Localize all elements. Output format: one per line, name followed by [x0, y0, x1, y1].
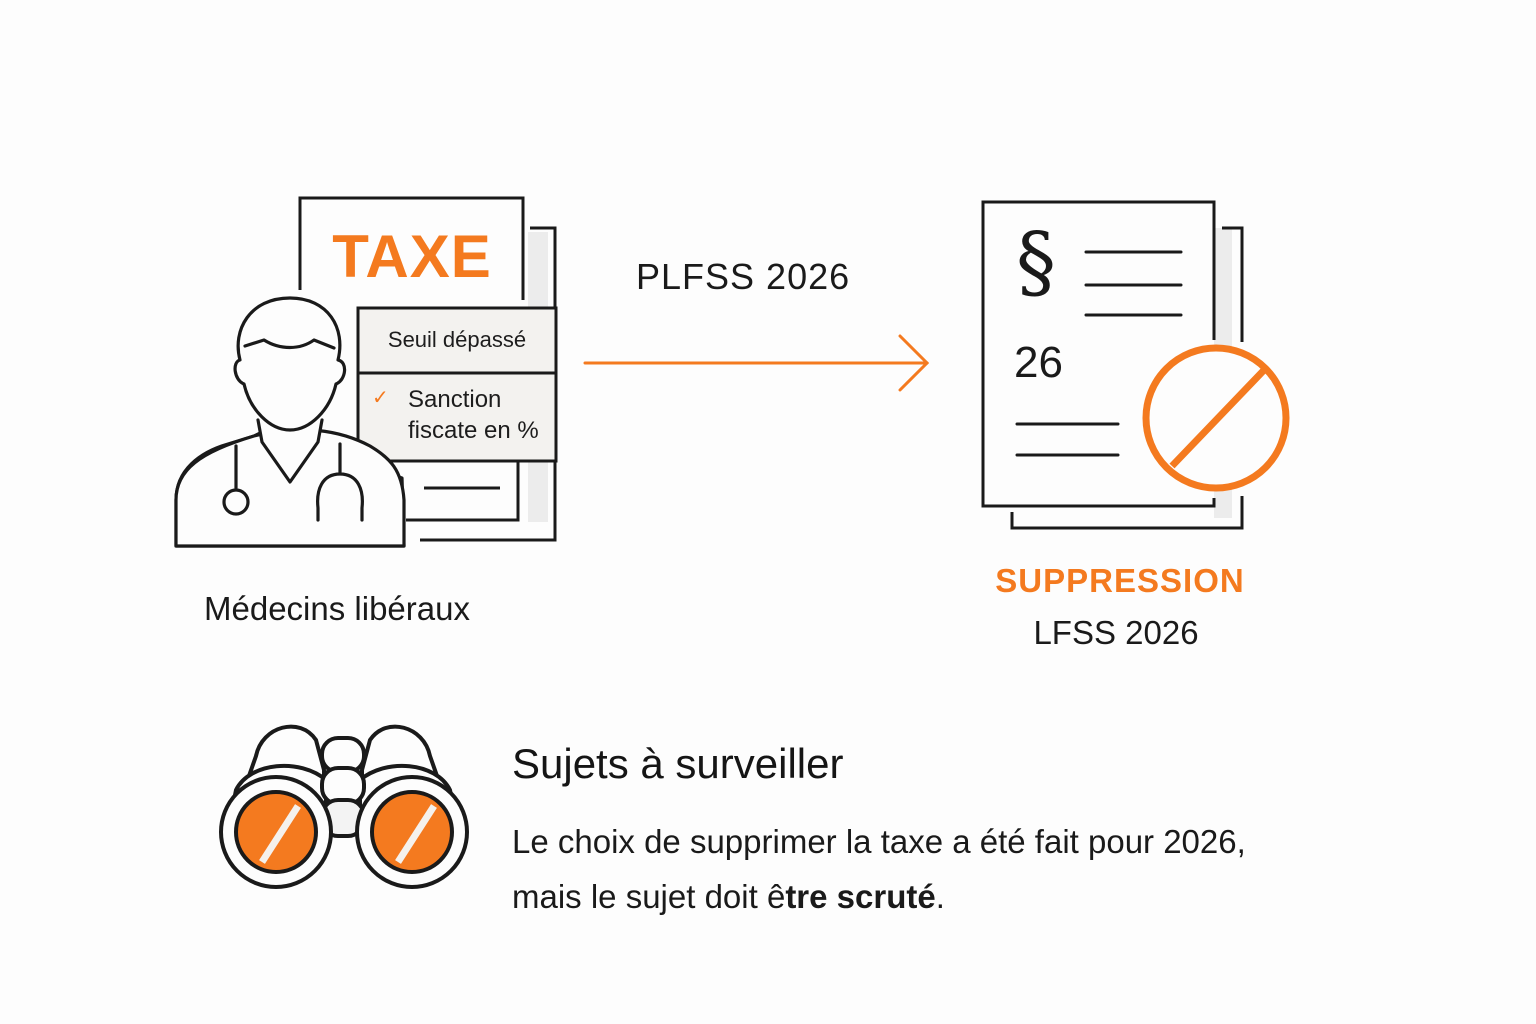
liberal-doctors-caption: Médecins libéraux	[204, 590, 470, 627]
watch-title: Sujets à surveiller	[512, 740, 844, 787]
watch-body-line1: Le choix de supprimer la taxe a été fait…	[512, 823, 1246, 860]
taxe-title: TAXE	[332, 223, 492, 290]
plfss-label: PLFSS 2026	[636, 256, 851, 297]
sanction-line2: fiscate en %	[408, 417, 539, 444]
lfss-caption: LFSS 2026	[1033, 614, 1199, 651]
watch-body: Le choix de supprimer la taxe a été fait…	[512, 814, 1246, 924]
section-symbol: §	[1016, 215, 1056, 308]
tax-sanction-label: Sanction fiscate en %	[408, 384, 539, 446]
watch-body-line2-prefix: mais le sujet doit ê	[512, 878, 786, 915]
watch-body-line2-suffix: .	[935, 878, 945, 915]
check-icon: ✓	[372, 385, 389, 409]
watch-body-line2-bold: tre scruté	[785, 878, 936, 915]
watch-body-line2: mais le sujet doit être scruté.	[512, 869, 1246, 924]
year-number: 26	[1014, 338, 1063, 387]
sanction-line1: Sanction	[408, 386, 502, 413]
threshold-exceeded-label: Seuil dépassé	[387, 327, 527, 352]
suppression-status: SUPPRESSION	[995, 562, 1245, 599]
